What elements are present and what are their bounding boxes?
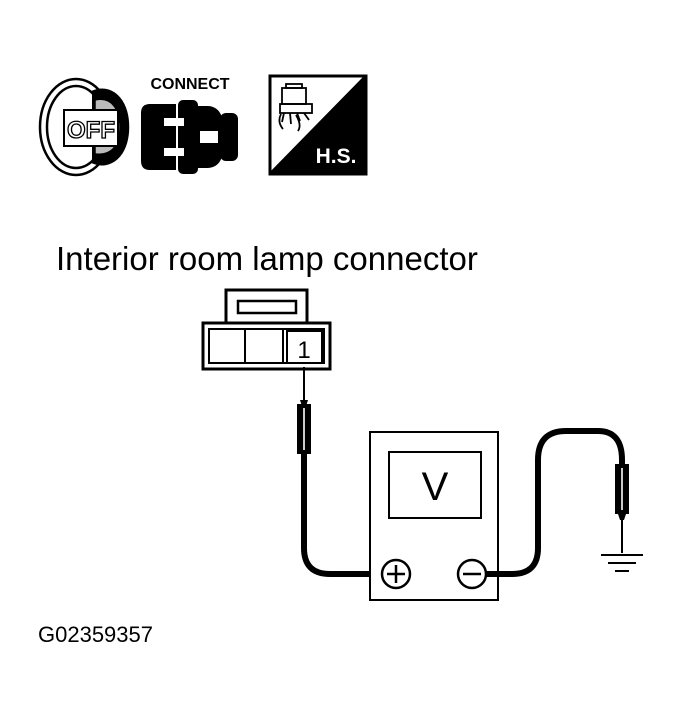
connector-title: Interior room lamp connector: [56, 240, 478, 277]
positive-terminal-icon: [380, 558, 412, 590]
negative-probe-lead: [486, 428, 629, 577]
harness-side-label: H.S.: [316, 145, 357, 168]
voltmeter-symbol: V: [422, 465, 449, 509]
connect-label: CONNECT: [150, 76, 229, 93]
terminal-1-label: 1: [297, 337, 310, 364]
harness-side-connector-icon: H.S.: [268, 74, 368, 176]
room-lamp-connector: 1: [201, 288, 332, 371]
connector-plug-icon: CONNECT: [141, 76, 238, 174]
ground-icon: [601, 554, 643, 572]
negative-terminal-icon: [456, 558, 488, 590]
ignition-off-label: OFF: [67, 117, 115, 144]
positive-probe-lead: [297, 367, 382, 577]
ignition-key-off-icon: OFF: [38, 77, 130, 177]
voltmeter-icon: V: [369, 431, 499, 601]
figure-id: G02359357: [38, 622, 153, 647]
